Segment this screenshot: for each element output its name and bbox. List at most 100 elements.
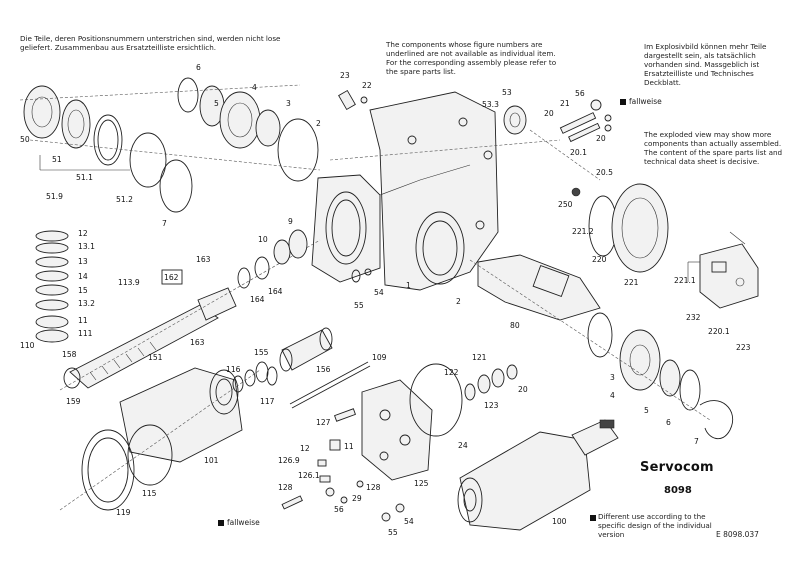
part-label: 51.1 [76,173,93,182]
part-label: 121 [472,353,487,362]
part-label: 3 [286,99,291,108]
marker-square-icon [620,99,626,105]
cylinder-101 [59,367,261,511]
part-label: 21 [560,99,570,108]
part-label: 54 [374,288,384,297]
part-label: 2 [316,119,321,128]
part-label: 128 [366,483,381,492]
part-label: 12 [300,444,310,453]
part-label: 4 [610,391,615,400]
part-label: 221 [624,278,639,287]
brand-name: Servocom [640,460,714,475]
output-shaft-80 [469,254,734,440]
part-label: 110 [20,341,35,350]
part-label: 7 [162,219,167,228]
part-label: 155 [254,348,269,357]
part-label: 6 [196,63,201,72]
part-label: 122 [444,368,459,377]
steering-spindle-151 [59,239,321,391]
part-label: 162 [164,273,179,282]
part-label: 123 [484,401,499,410]
part-label: 11 [344,442,354,451]
fallweise-marker-bottom: fallweise [218,518,260,527]
part-label: 223 [736,343,751,352]
part-label: 3 [610,373,615,382]
part-label: 221.1 [674,276,696,285]
part-label: 156 [316,365,331,374]
part-label: 55 [354,301,364,310]
part-label: 5 [214,99,219,108]
part-label: 13 [78,257,88,266]
part-label: 127 [316,418,331,427]
part-label: 9 [288,217,293,226]
rod-109 [289,361,371,409]
part-label: 100 [552,517,567,526]
part-label: 6 [666,418,671,427]
part-label: 159 [66,397,81,406]
part-label: 128 [278,483,293,492]
note-marker-bottom-right [590,513,599,522]
small-parts-22-23 [338,89,368,111]
part-label: 220.1 [708,327,730,336]
part-label: 125 [414,479,429,488]
part-label: 10 [258,235,268,244]
part-label: 13.1 [78,242,95,251]
part-label: 51.9 [46,192,63,201]
rings-9-10 [273,229,372,283]
part-label: 221.2 [572,227,594,236]
part-label: 163 [190,338,205,347]
part-label: 55 [388,528,398,537]
note-german-top-right: Im Explosivbild können mehr Teile darges… [644,42,767,87]
part-label: 250 [558,200,573,209]
document-number: E 8098.037 [716,530,759,539]
model-number: 8098 [664,485,692,496]
marker-square-icon [218,520,224,526]
part-label: 22 [362,81,372,90]
part-label: 80 [510,321,520,330]
part-label: 119 [116,508,131,517]
part-label: 117 [260,397,275,406]
seal-group-top-left [19,77,321,213]
part-label: 7 [694,437,699,446]
part-label: 14 [78,272,88,281]
part-label: 4 [252,83,257,92]
part-label: 54 [404,517,414,526]
part-label: 50 [20,135,30,144]
part-label: 24 [458,441,468,450]
note-english-top-center: The components whose figure numbers are … [386,40,557,76]
part-label: 20 [596,134,606,143]
part-label: 56 [334,505,344,514]
part-label: 51 [52,155,62,164]
part-number-labels: 50 51 51.1 51.9 51.2 6 5 4 3 2 7 23 22 5… [20,63,751,537]
part-label: 126.9 [278,456,300,465]
part-label: 20.5 [596,168,613,177]
part-label: 113.9 [118,278,140,287]
part-label: 20.1 [570,148,587,157]
part-label: 11 [78,316,88,325]
part-label: 111 [78,329,93,338]
part-label: 56 [575,89,585,98]
part-label: 151 [148,353,163,362]
part-label: 53 [502,88,512,97]
side-cover-221 [571,183,759,309]
fallweise-marker-top: fallweise [620,97,662,106]
part-label: 220 [592,255,607,264]
part-label: 23 [340,71,350,80]
gear-housing [311,91,561,291]
part-label: 13.2 [78,299,95,308]
part-label: 232 [686,313,701,322]
part-label: 1 [406,281,411,290]
part-label: 20 [518,385,528,394]
part-label: 53.3 [482,100,499,109]
part-label: 2 [456,297,461,306]
part-label: 116 [226,365,241,374]
part-label: 5 [644,406,649,415]
part-label: 164 [250,295,265,304]
part-label: 163 [196,255,211,264]
part-label: 164 [268,287,283,296]
part-label: 12 [78,229,88,238]
marker-square-icon [590,515,596,521]
part-label: 115 [142,489,157,498]
